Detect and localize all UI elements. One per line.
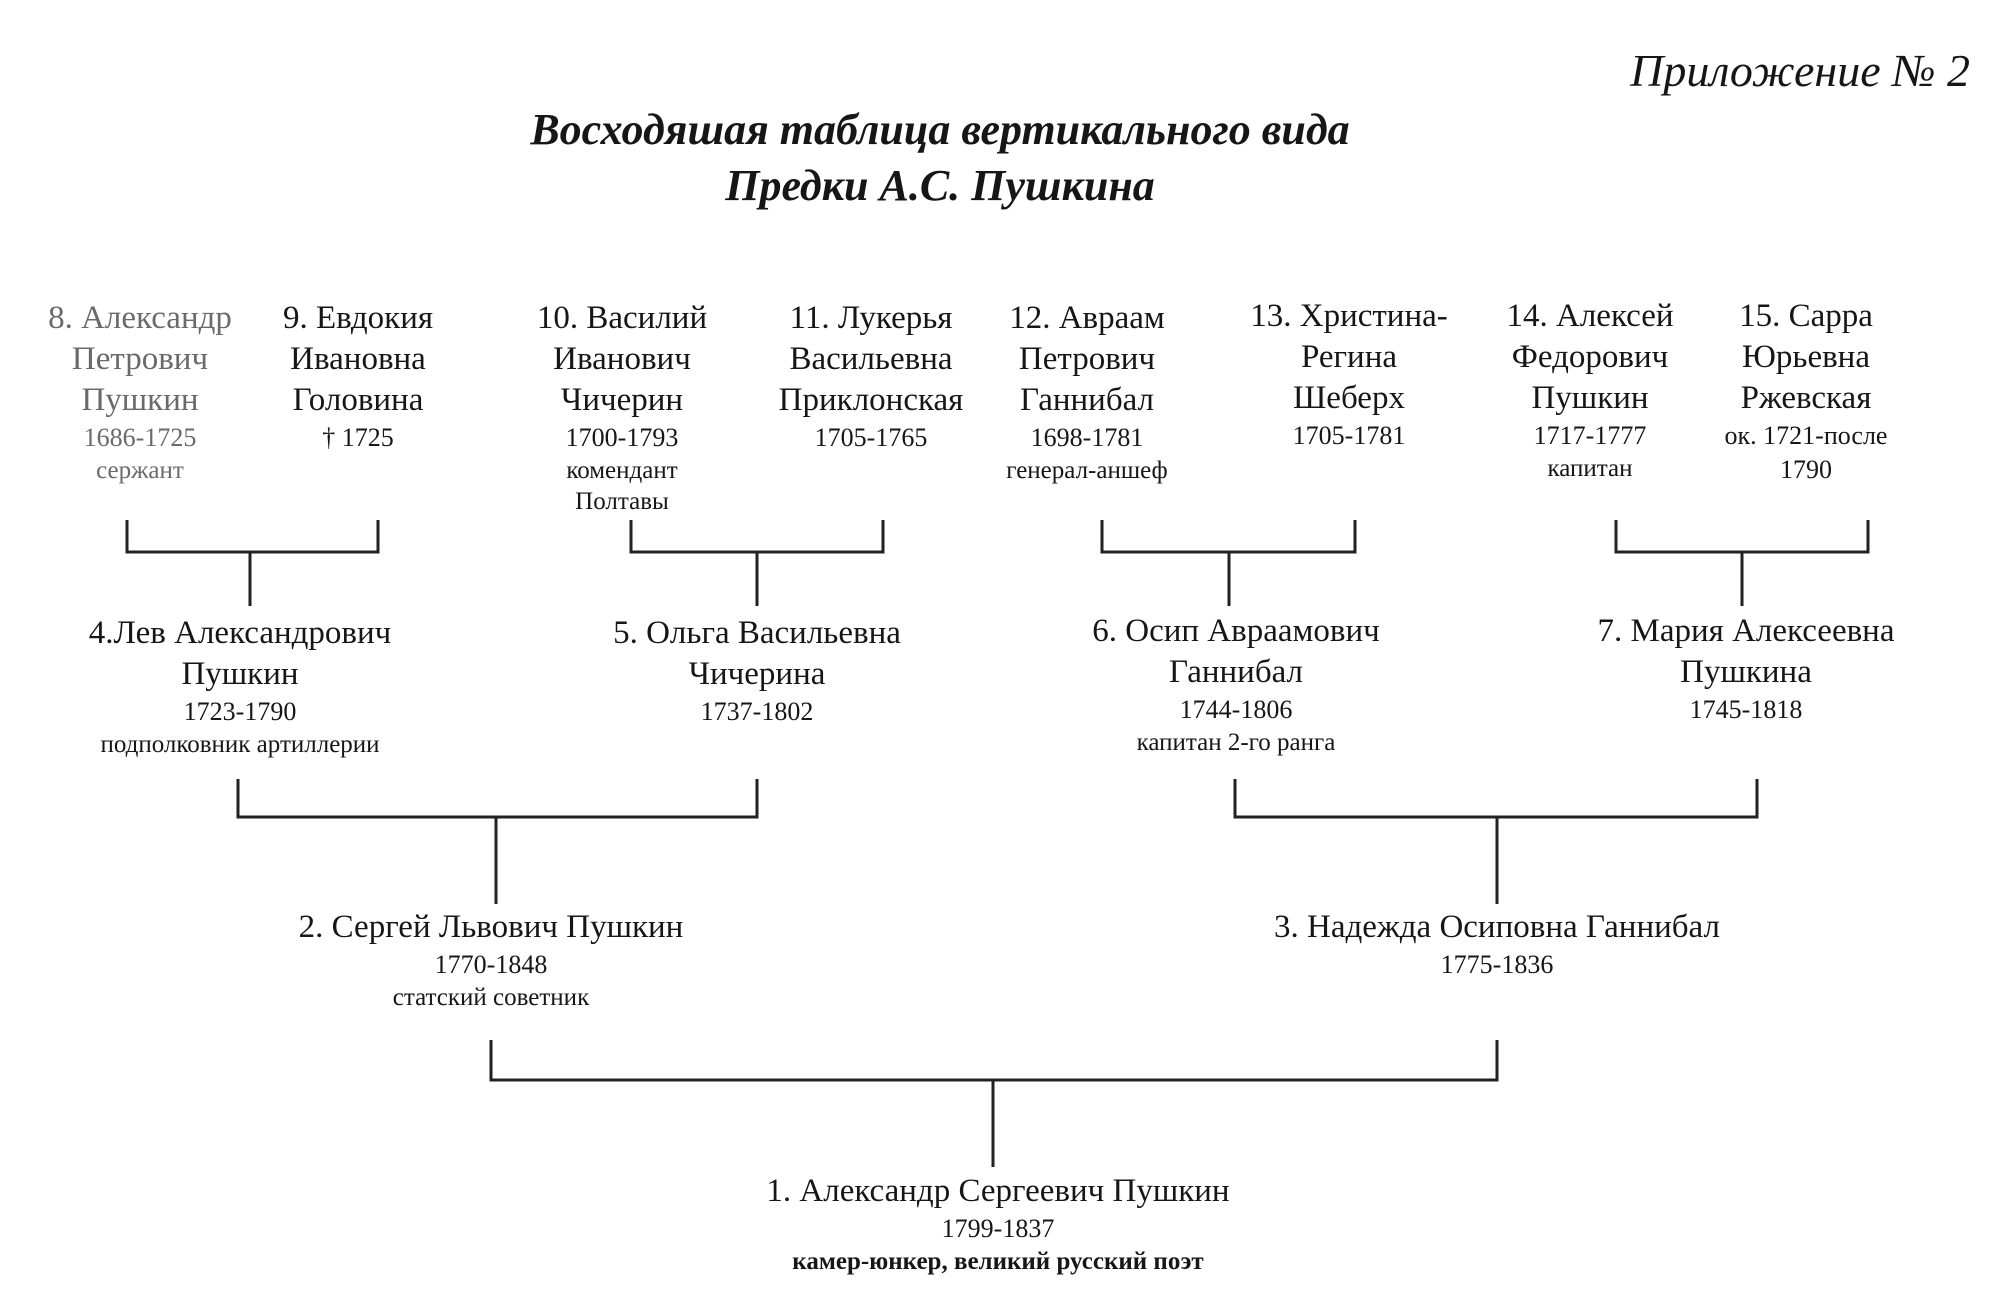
connector-6-7-to-3 [1233,779,1759,904]
appendix-label: Приложение № 2 [1630,45,1970,96]
person-14: 14. Алексей Федорович Пушкин 1717-1777 к… [1506,296,1673,484]
person-10-line-1: 10. Василий [536,300,708,336]
person-12-line-2: Петрович [1018,341,1156,377]
connector-2-3-to-1 [489,1040,1499,1167]
person-13-line-1: 13. Христина- [1250,298,1448,334]
person-12-line-3: Ганнибал [1019,382,1155,418]
person-9-years: † 1725 [322,423,394,452]
person-2-note: статский советник [392,984,590,1011]
person-4: 4.Лев Александрович Пушкин 1723-1790 под… [89,613,392,760]
person-1-years: 1799-1837 [941,1214,1055,1243]
person-7-line-1: 7. Мария Алексеевна [1597,613,1895,649]
person-10: 10. Василий Иванович Чичерин 1700-1793 к… [537,298,707,517]
person-9-line-1: 9. Евдокия [282,300,434,336]
person-7: 7. Мария Алексеевна Пушкина 1745-1818 [1598,611,1895,727]
connector-8-9-to-4 [125,520,380,606]
person-4-years: 1723-1790 [183,697,297,726]
person-8-line-2: Петрович [71,341,209,377]
person-2-line-1: 2. Сергей Львович Пушкин [298,909,684,945]
person-5-years: 1737-1802 [700,697,814,726]
person-5-line-2: Чичерина [688,656,826,692]
person-10-years: 1700-1793 [565,423,679,452]
person-15-line-1: 15. Сарра [1739,298,1873,334]
person-6-line-1: 6. Осип Авраамович [1092,613,1380,649]
person-13-years: 1705-1781 [1292,421,1406,450]
person-12-note: генерал-аншеф [1006,457,1168,484]
person-14-line-1: 14. Алексей [1506,298,1674,334]
person-14-note: капитан [1547,455,1633,482]
person-8-note: сержант [96,457,184,484]
person-12-years: 1698-1781 [1030,423,1144,452]
person-7-line-2: Пушкина [1680,654,1812,690]
person-8-line-1: 8. Александр [48,300,232,336]
person-11-line-1: 11. Лукерья [789,300,953,336]
person-11-line-2: Васильевна [789,341,953,377]
person-15-years: ок. 1721-после [1724,421,1888,450]
person-15-line-3: Ржевская [1740,380,1872,416]
person-12: 12. Авраам Петрович Ганнибал 1698-1781 г… [1006,298,1167,486]
page-subtitle: Предки А.С. Пушкина [725,161,1155,210]
person-4-note: подполковник артиллерии [100,731,380,758]
person-6: 6. Осип Авраамович Ганнибал 1744-1806 ка… [1092,611,1379,758]
person-6-years: 1744-1806 [1179,695,1293,724]
person-2-years: 1770-1848 [434,950,548,979]
connector-12-13-to-6 [1100,520,1357,606]
person-9-line-3: Головина [292,382,424,418]
person-1-line-1: 1. Александр Сергеевич Пушкин [766,1173,1230,1209]
person-14-line-2: Федорович [1511,339,1669,375]
person-12-line-1: 12. Авраам [1009,300,1165,336]
person-5: 5. Ольга Васильевна Чичерина 1737-1802 [613,613,901,729]
person-3: 3. Надежда Осиповна Ганнибал 1775-1836 [1274,907,1720,982]
person-11-years: 1705-1765 [814,423,928,452]
page-title: Восходяшая таблица вертикального вида [530,105,1350,154]
connector-14-15-to-7 [1614,520,1870,606]
person-15-years-cont: 1790 [1780,455,1832,484]
person-13: 13. Христина- Регина Шеберх 1705-1781 [1250,296,1448,453]
person-9: 9. Евдокия Ивановна Головина † 1725 [283,298,433,455]
person-8: 8. Александр Петрович Пушкин 1686-1725 с… [48,298,232,486]
person-14-years: 1717-1777 [1533,421,1647,450]
person-2: 2. Сергей Львович Пушкин 1770-1848 статс… [299,907,684,1013]
connector-10-11-to-5 [629,520,885,606]
person-4-line-1: 4.Лев Александрович [88,615,392,651]
person-10-note-1: комендант [566,457,678,484]
person-1: 1. Александр Сергеевич Пушкин 1799-1837 … [766,1171,1229,1277]
person-13-line-3: Шеберх [1293,380,1405,416]
person-9-line-2: Ивановна [290,341,426,377]
person-10-note-2: Полтавы [575,488,669,515]
person-10-line-3: Чичерин [560,382,684,418]
connector-4-5-to-2 [236,779,759,904]
person-11-line-3: Приклонская [778,382,964,418]
person-15: 15. Сарра Юрьевна Ржевская ок. 1721-посл… [1725,296,1888,487]
person-7-years: 1745-1818 [1689,695,1803,724]
person-10-line-2: Иванович [553,341,691,377]
person-6-note: капитан 2-го ранга [1136,729,1336,756]
person-15-line-2: Юрьевна [1741,339,1870,375]
person-8-years: 1686-1725 [83,423,197,452]
person-8-line-3: Пушкин [81,382,199,418]
person-3-years: 1775-1836 [1440,950,1554,979]
person-1-note: камер-юнкер, великий русский поэт [792,1248,1204,1275]
person-4-line-2: Пушкин [181,656,299,692]
person-6-line-2: Ганнибал [1168,654,1304,690]
person-5-line-1: 5. Ольга Васильевна [613,615,901,651]
person-11: 11. Лукерья Васильевна Приклонская 1705-… [779,298,964,455]
person-3-line-1: 3. Надежда Осиповна Ганнибал [1274,909,1720,945]
person-14-line-3: Пушкин [1531,380,1649,416]
person-13-line-2: Регина [1300,339,1398,375]
